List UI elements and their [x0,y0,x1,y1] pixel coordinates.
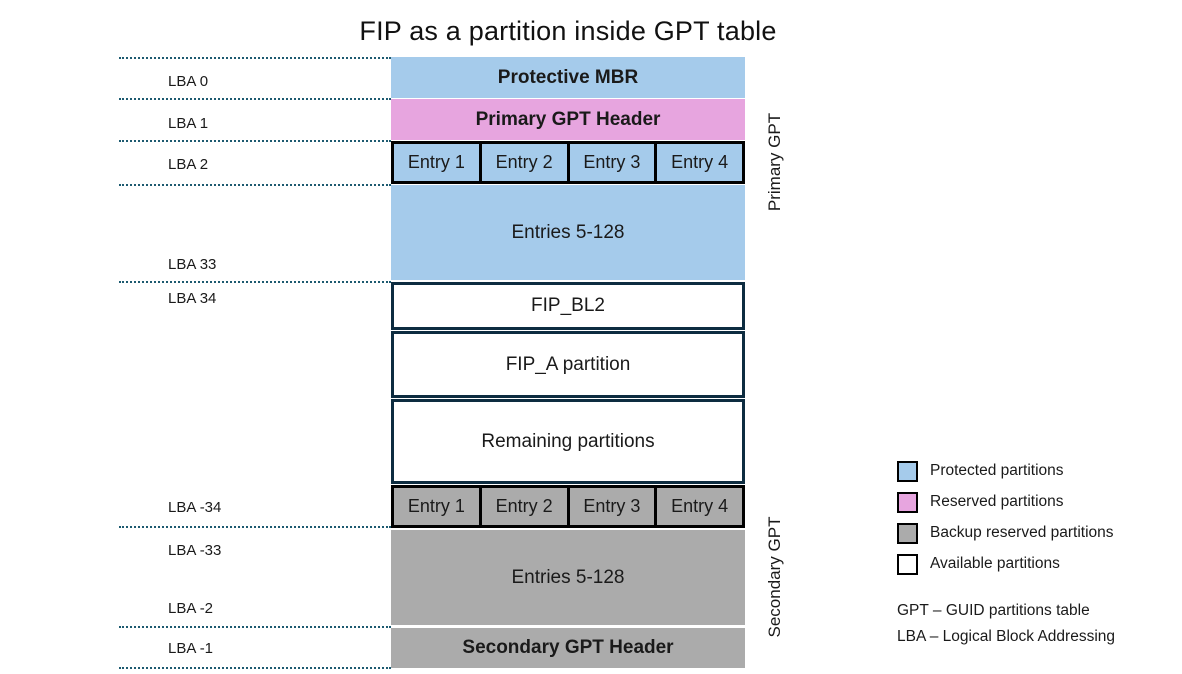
lba-label-33: LBA 33 [168,256,217,273]
backup-reserved-partitions-swatch-icon [897,522,918,544]
lba-boundary-line [119,57,391,59]
gpt-abbreviation-note: GPT – GUID partitions table [897,602,1090,619]
primary-entry-row: Entry 1 Entry 2 Entry 3 Entry 4 [391,141,745,184]
primary-entry-1: Entry 1 [394,144,479,181]
partition-block-fip-bl2: FIP_BL2 [391,282,745,330]
lba-boundary-line [119,626,391,628]
secondary-entry-4: Entry 4 [654,488,742,525]
reserved-partitions-swatch-icon [897,491,918,513]
partition-block-primary-gpt-header: Primary GPT Header [391,99,745,140]
primary-entry-2: Entry 2 [478,144,567,181]
secondary-entry-2: Entry 2 [478,488,567,525]
secondary-entry-row: Entry 1 Entry 2 Entry 3 Entry 4 [391,485,745,528]
protected-partitions-swatch-icon [897,460,918,482]
diagram-title: FIP as a partition inside GPT table [359,16,777,46]
lba-label-34: LBA 34 [168,290,217,307]
legend-row-reserved: Reserved partitions [897,491,1114,513]
lba-label-2: LBA 2 [168,156,209,173]
primary-gpt-side-label: Primary GPT [765,112,784,212]
lba-boundary-line [119,526,391,528]
legend-label: Backup reserved partitions [930,524,1114,541]
partition-block-remaining: Remaining partitions [391,399,745,484]
available-partitions-swatch-icon [897,553,918,575]
lba-boundary-line [119,281,391,283]
lba-label-0: LBA 0 [168,73,209,90]
legend-label: Reserved partitions [930,493,1064,510]
lba-label-neg33: LBA -33 [168,542,222,559]
legend-label: Available partitions [930,555,1060,572]
lba-abbreviation-note: LBA – Logical Block Addressing [897,628,1115,645]
legend: Protected partitions Reserved partitions… [897,460,1114,584]
partition-block-fip-a: FIP_A partition [391,331,745,398]
partition-block-protective-mbr: Protective MBR [391,57,745,98]
secondary-gpt-side-label: Secondary GPT [765,516,784,638]
secondary-entry-3: Entry 3 [566,488,655,525]
legend-row-backup: Backup reserved partitions [897,522,1114,544]
lba-boundary-line [119,667,391,669]
partition-block-secondary-gpt-header: Secondary GPT Header [391,628,745,668]
lba-boundary-line [119,184,391,186]
legend-row-available: Available partitions [897,553,1114,575]
lba-boundary-line [119,98,391,100]
lba-label-neg1: LBA -1 [168,640,214,657]
lba-label-neg34: LBA -34 [168,499,222,516]
secondary-entry-1: Entry 1 [394,488,479,525]
legend-row-protected: Protected partitions [897,460,1114,482]
partition-block-secondary-entries-5-128: Entries 5-128 [391,530,745,625]
lba-label-1: LBA 1 [168,115,209,132]
legend-label: Protected partitions [930,462,1064,479]
lba-boundary-line [119,140,391,142]
partition-block-primary-entries-5-128: Entries 5-128 [391,185,745,280]
primary-entry-3: Entry 3 [566,144,655,181]
lba-label-neg2: LBA -2 [168,600,214,617]
primary-entry-4: Entry 4 [654,144,742,181]
